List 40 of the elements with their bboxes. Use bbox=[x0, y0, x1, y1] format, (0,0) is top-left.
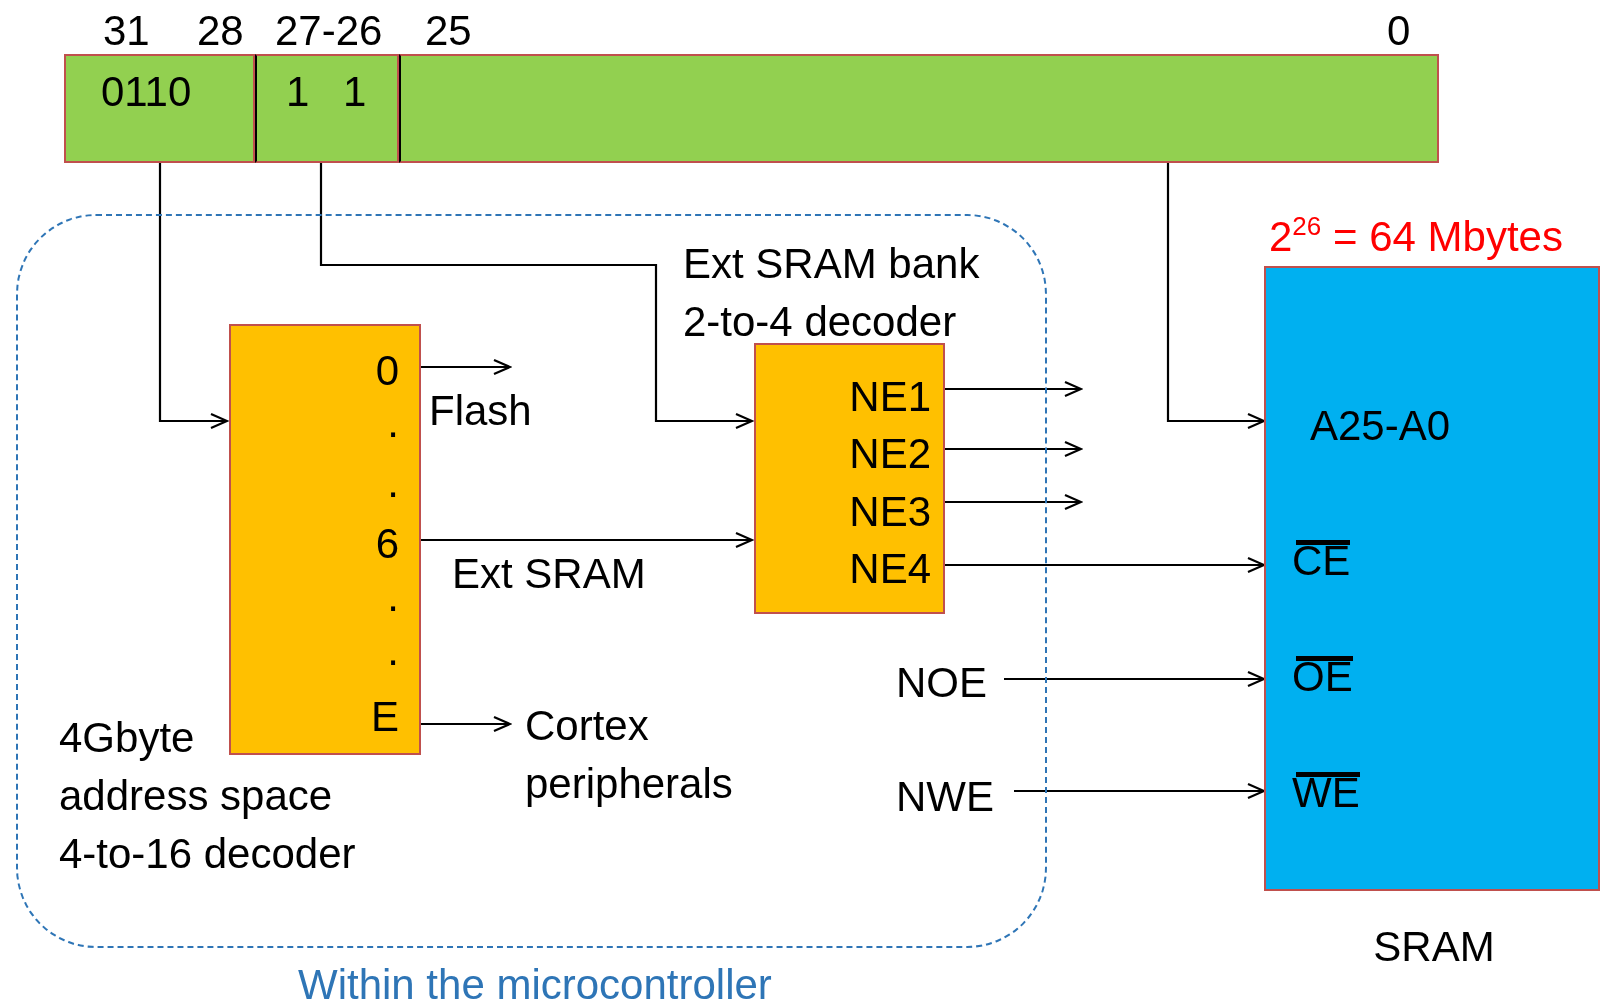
bit-field bbox=[64, 54, 255, 163]
port-label: . bbox=[387, 398, 399, 448]
port-label: . bbox=[387, 626, 399, 676]
port-label: NE1 bbox=[849, 372, 931, 422]
pin-label: A25-A0 bbox=[1310, 401, 1451, 451]
bit-field bbox=[399, 54, 1439, 163]
pin-label: CE bbox=[1292, 536, 1351, 586]
bit-number: 27-26 bbox=[275, 6, 383, 56]
pin-label: OE bbox=[1292, 652, 1353, 702]
bit-field bbox=[255, 54, 399, 163]
bit-value: 0110 bbox=[101, 67, 192, 117]
edge-label: Ext SRAM bbox=[452, 549, 646, 599]
arrow bbox=[158, 163, 229, 430]
node-label: Ext SRAM bank 2-to-4 decoder bbox=[683, 239, 981, 347]
arrow bbox=[319, 163, 754, 430]
edge-label: Flash bbox=[429, 386, 532, 436]
node-label: 4Gbyte address space 4-to-16 decoder bbox=[59, 713, 357, 879]
bit-number: 28 bbox=[197, 6, 244, 56]
port-label: NE2 bbox=[849, 429, 931, 479]
region-caption: Within the microcontroller bbox=[298, 964, 772, 1006]
signal-label: NOE bbox=[896, 658, 1006, 708]
arrow bbox=[1014, 782, 1266, 800]
port-label: 0 bbox=[375, 346, 399, 396]
port-label: 6 bbox=[375, 519, 399, 569]
arrow bbox=[1166, 163, 1266, 430]
pin-label: WE bbox=[1292, 768, 1360, 818]
port-label: . bbox=[387, 572, 399, 622]
node-label: SRAM bbox=[1372, 922, 1496, 972]
arrow bbox=[1004, 670, 1266, 688]
signal-label: NWE bbox=[896, 772, 1016, 822]
port-label: . bbox=[387, 458, 399, 508]
node-label: 2$^{26}$ = 64 Mbytes bbox=[1269, 210, 1563, 262]
port-label: NE3 bbox=[849, 487, 931, 537]
bit-number: 0 bbox=[1387, 6, 1411, 56]
port-label: E bbox=[371, 692, 399, 742]
bit-number: 31 bbox=[103, 6, 150, 56]
port-label: NE4 bbox=[849, 544, 931, 594]
bit-value: 1 1 bbox=[286, 67, 367, 117]
bit-number: 25 bbox=[425, 6, 472, 56]
edge-label: Cortex peripherals bbox=[525, 701, 734, 809]
